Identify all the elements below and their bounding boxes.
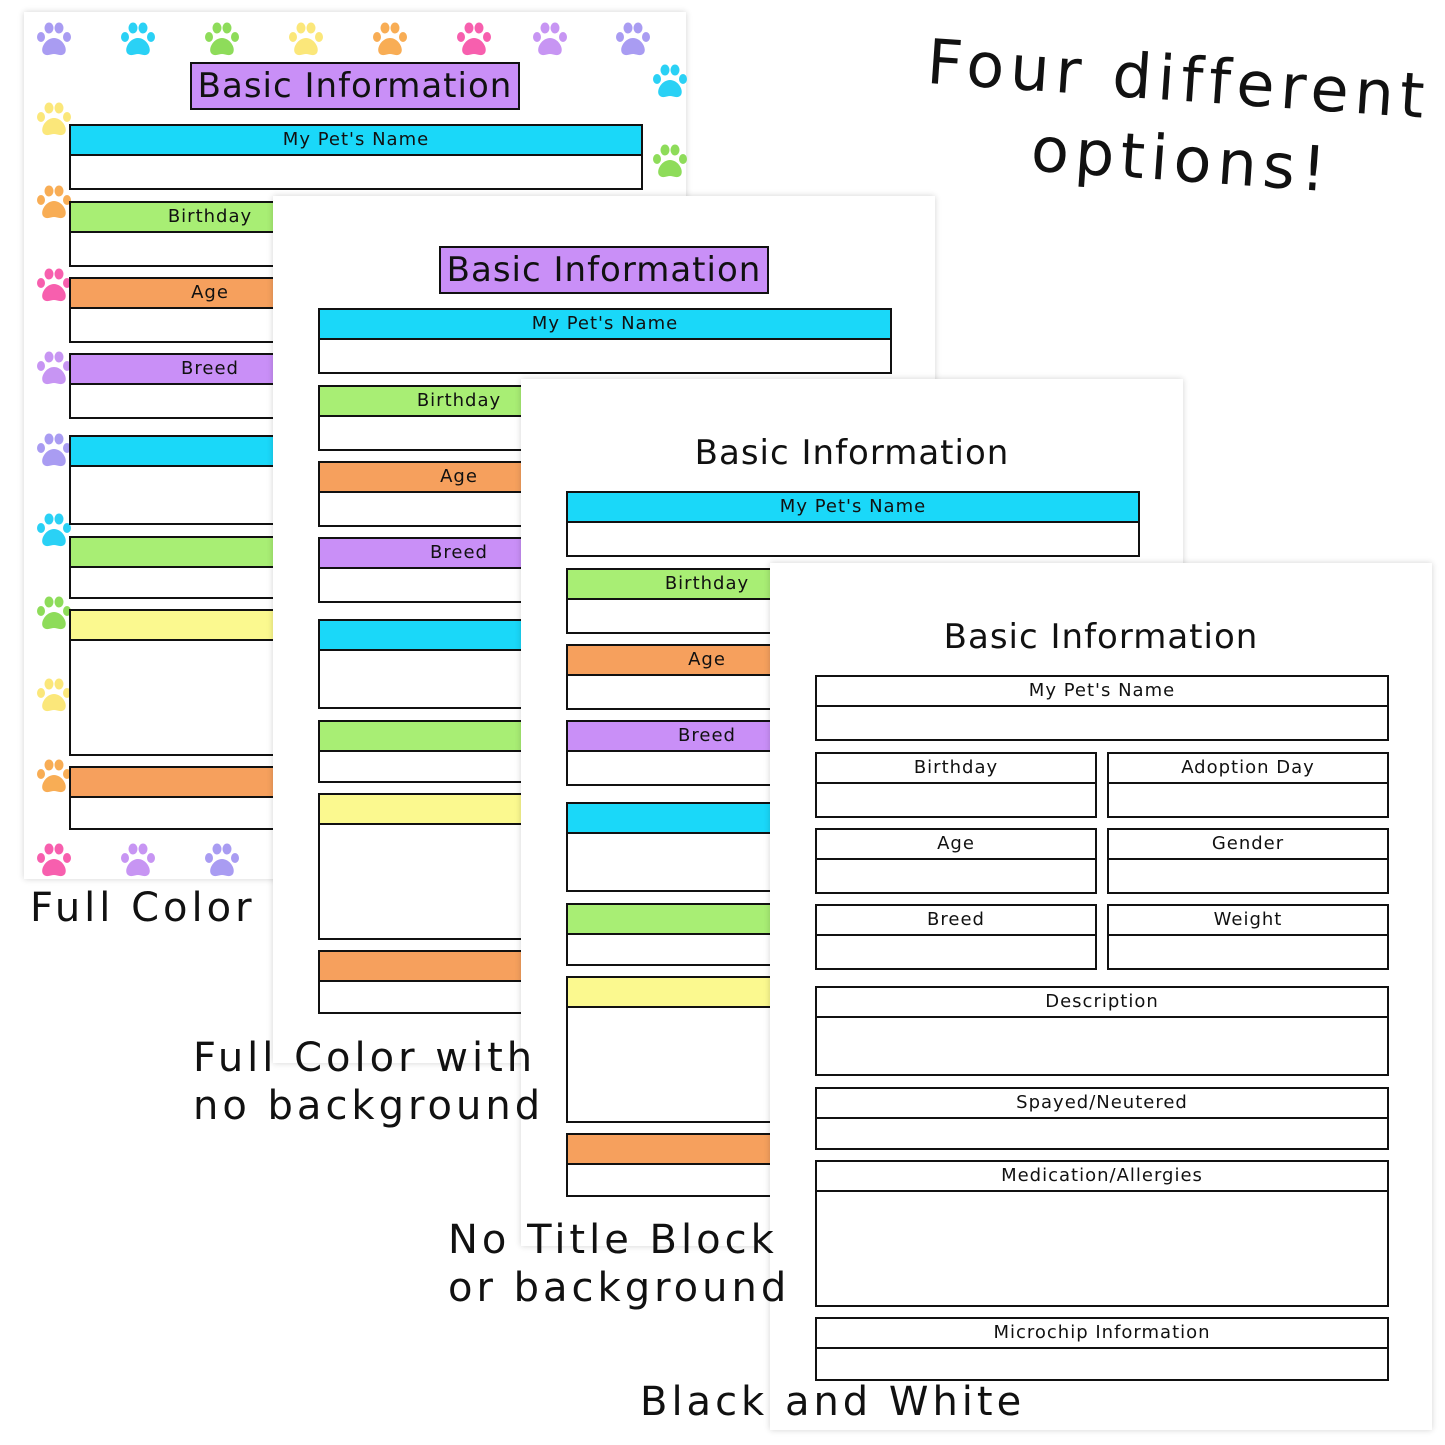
field-label: Breed [817, 906, 1095, 936]
field-label: My Pet's Name [568, 493, 1138, 523]
paw-print-icon [454, 20, 494, 60]
paw-print-icon [34, 431, 74, 471]
form-title: Basic Information [770, 613, 1432, 661]
paw-print-icon [34, 100, 74, 140]
field-pet-name[interactable]: My Pet's Name [318, 308, 892, 374]
field-breed[interactable]: Breed [815, 904, 1097, 970]
paw-print-icon [34, 594, 74, 634]
paw-print-icon [34, 266, 74, 306]
paw-print-icon [650, 62, 690, 102]
paw-print-icon [34, 676, 74, 716]
field-label: My Pet's Name [71, 126, 641, 156]
paw-print-icon [530, 20, 570, 60]
paw-print-icon [370, 20, 410, 60]
paw-print-icon [118, 20, 158, 60]
paw-print-icon [34, 20, 74, 60]
field-birthday[interactable]: Birthday [815, 752, 1097, 818]
field-label: Medication/Allergies [817, 1162, 1387, 1192]
field-spayed[interactable]: Spayed/Neutered [815, 1087, 1389, 1150]
field-label: Spayed/Neutered [817, 1089, 1387, 1119]
field-pet-name[interactable]: My Pet's Name [69, 124, 643, 190]
field-label: Age [817, 830, 1095, 860]
field-label: My Pet's Name [320, 310, 890, 340]
field-label: Birthday [817, 754, 1095, 784]
field-label: My Pet's Name [817, 677, 1387, 707]
paw-print-icon [650, 142, 690, 182]
form-title-text: Basic Information [943, 617, 1259, 657]
form-title: Basic Information [521, 429, 1183, 477]
form-title-text: Basic Information [438, 246, 770, 294]
form-title: Basic Information [273, 246, 935, 294]
paw-print-icon [613, 20, 653, 60]
field-label: Adoption Day [1109, 754, 1387, 784]
paw-print-icon [34, 511, 74, 551]
caption-full-color: Full Color [30, 885, 256, 931]
field-pet-name[interactable]: My Pet's Name [815, 675, 1389, 741]
field-weight[interactable]: Weight [1107, 904, 1389, 970]
field-gender[interactable]: Gender [1107, 828, 1389, 894]
field-microchip[interactable]: Microchip Information [815, 1317, 1389, 1381]
field-label: Microchip Information [817, 1319, 1387, 1349]
paw-print-icon [34, 841, 74, 881]
field-description[interactable]: Description [815, 986, 1389, 1076]
field-label: Description [817, 988, 1387, 1018]
form-title-text: Basic Information [189, 62, 521, 110]
paw-print-icon [202, 20, 242, 60]
form-title: Basic Information [24, 62, 686, 110]
field-age[interactable]: Age [815, 828, 1097, 894]
paw-print-icon [34, 349, 74, 389]
field-adoption-day[interactable]: Adoption Day [1107, 752, 1389, 818]
paw-print-icon [34, 757, 74, 797]
paw-print-icon [202, 841, 242, 881]
paw-print-icon [118, 841, 158, 881]
field-label: Gender [1109, 830, 1387, 860]
field-pet-name[interactable]: My Pet's Name [566, 491, 1140, 557]
form-title-text: Basic Information [694, 433, 1010, 473]
paw-print-icon [34, 183, 74, 223]
field-label: Weight [1109, 906, 1387, 936]
caption-no-title-block: No Title Block or background [448, 1217, 791, 1311]
headline: Four different options! [919, 22, 1433, 217]
caption-full-color-no-bg: Full Color with no background [193, 1035, 545, 1129]
field-medication[interactable]: Medication/Allergies [815, 1160, 1389, 1307]
paw-print-icon [286, 20, 326, 60]
caption-black-white: Black and White [640, 1379, 1026, 1425]
